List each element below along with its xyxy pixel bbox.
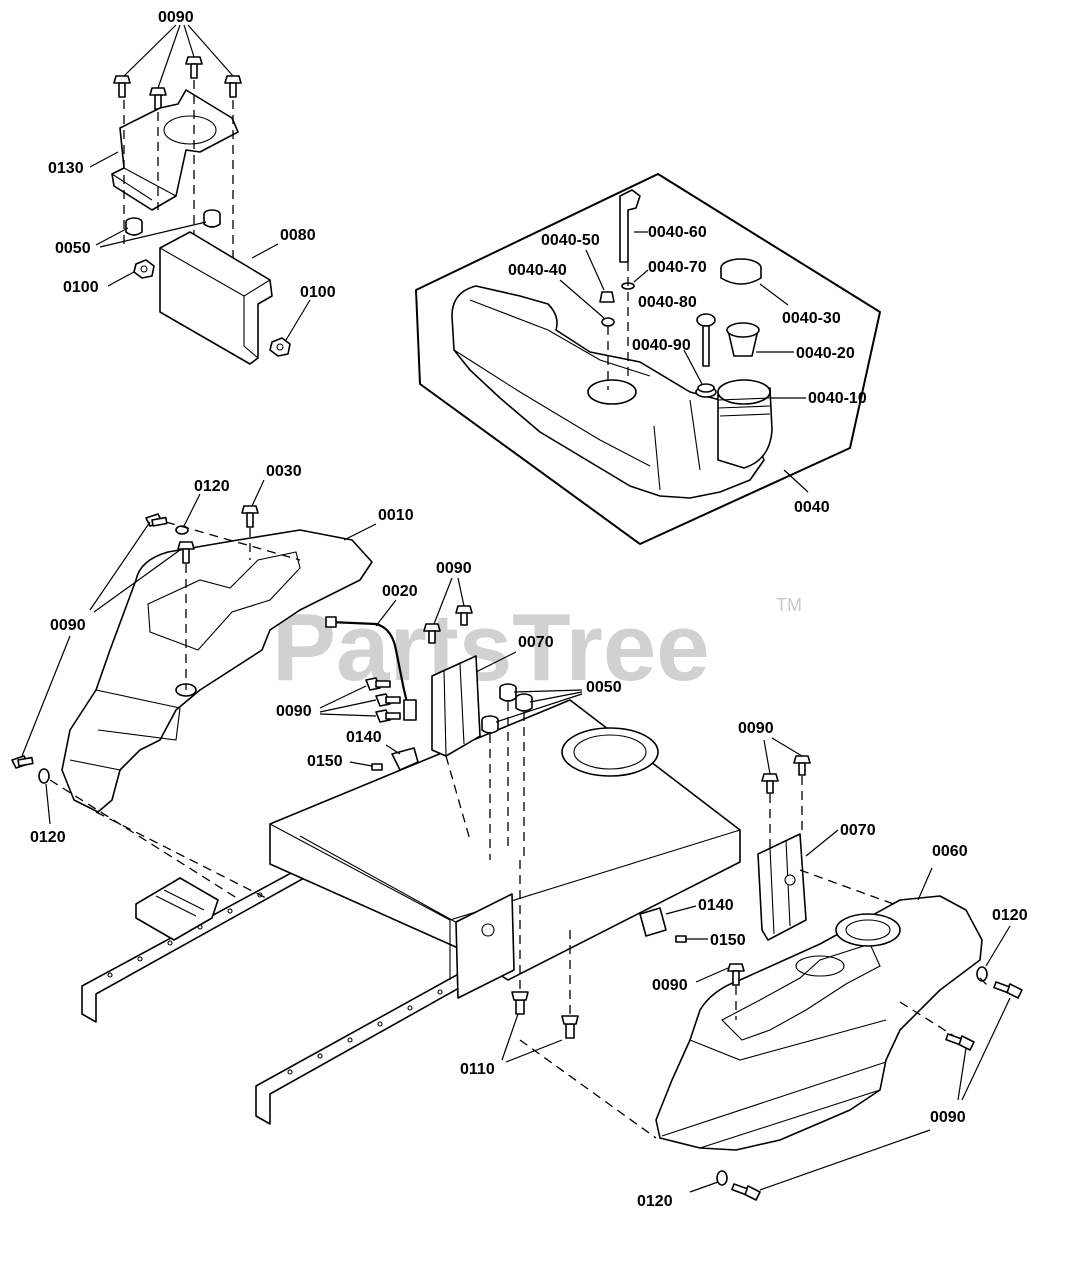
bolt-icon xyxy=(761,773,779,794)
right-fender xyxy=(655,895,983,1151)
callout-0040-40: 0040-40 xyxy=(508,262,567,279)
wire-clip xyxy=(639,907,667,937)
bolt-icon xyxy=(375,709,401,723)
bolt-icon xyxy=(511,991,529,1015)
callout-0040-20: 0040-20 xyxy=(796,345,855,362)
nut-icon xyxy=(269,337,291,357)
bolt-icon xyxy=(177,541,195,564)
grommet xyxy=(697,383,715,393)
callout-0040-90: 0040-90 xyxy=(632,337,691,354)
fuel-tank-inset: 0040-10 0040-20 0040-30 0040-80 0040-90 … xyxy=(415,173,881,545)
bolt-icon xyxy=(241,505,259,528)
callout-0040: 0040 xyxy=(794,499,830,516)
callout-0010: 0010 xyxy=(378,507,414,524)
bolt-icon xyxy=(224,75,242,98)
cover-plate xyxy=(159,231,273,365)
bolt-icon xyxy=(727,963,745,986)
bolt-icon xyxy=(731,1183,761,1201)
callout-0100: 0100 xyxy=(63,279,99,296)
mounting-bracket xyxy=(757,833,807,941)
right-fender-group: 0070 0090 0140 0150 0060 0090 xyxy=(519,720,1028,1210)
callout-0090: 0090 xyxy=(738,720,774,737)
callout-0070: 0070 xyxy=(840,822,876,839)
callout-0040-10: 0040-10 xyxy=(808,390,867,407)
callout-0120: 0120 xyxy=(30,829,66,846)
bolt-icon xyxy=(993,981,1023,999)
callout-0090: 0090 xyxy=(652,977,688,994)
center-parts-group: 0020 0070 0090 0090 xyxy=(276,560,622,1078)
washer-icon xyxy=(716,1170,728,1186)
bolt-icon xyxy=(561,1015,579,1039)
callout-0120: 0120 xyxy=(637,1193,673,1210)
callout-0090: 0090 xyxy=(930,1109,966,1126)
left-fender xyxy=(61,529,373,813)
callout-0050: 0050 xyxy=(586,679,622,696)
fuel-gauge xyxy=(696,313,716,327)
bolt-icon xyxy=(113,75,131,98)
bumper-icon xyxy=(203,209,221,228)
bolt-icon xyxy=(945,1033,975,1051)
bolt-icon xyxy=(375,693,401,707)
callout-0040-70: 0040-70 xyxy=(648,259,707,276)
bolt-icon xyxy=(365,677,391,691)
callout-0040-80: 0040-80 xyxy=(638,294,697,311)
callout-0150: 0150 xyxy=(307,753,343,770)
bolt-icon xyxy=(793,755,811,776)
tank-port xyxy=(587,379,637,405)
fuel-pickup-tube xyxy=(619,189,641,263)
callout-0140: 0140 xyxy=(346,729,382,746)
callout-0090: 0090 xyxy=(50,617,86,634)
nut-icon xyxy=(133,259,155,279)
callout-0120: 0120 xyxy=(992,907,1028,924)
vent-fitting xyxy=(599,291,615,303)
bolt-icon xyxy=(185,56,203,79)
callout-0040-50: 0040-50 xyxy=(541,232,600,249)
bumper-icon xyxy=(125,217,143,236)
callout-0090: 0090 xyxy=(276,703,312,720)
footrest-plate xyxy=(135,877,219,941)
callout-0020: 0020 xyxy=(382,583,418,600)
callout-0150: 0150 xyxy=(710,932,746,949)
callout-0060: 0060 xyxy=(932,843,968,860)
bolt-icon xyxy=(11,755,34,769)
callout-0090: 0090 xyxy=(436,560,472,577)
callout-0120: 0120 xyxy=(194,478,230,495)
screw-icon xyxy=(371,763,383,771)
callout-0050: 0050 xyxy=(55,240,91,257)
callout-0130: 0130 xyxy=(48,160,84,177)
chassis-frame xyxy=(81,699,741,1125)
bolt-icon xyxy=(455,605,473,626)
bumper-icon xyxy=(481,715,499,734)
callout-0040-60: 0040-60 xyxy=(648,224,707,241)
callout-0090: 0090 xyxy=(158,9,194,26)
parts-tree-watermark: PartsTree xyxy=(272,594,710,701)
callout-0080: 0080 xyxy=(280,227,316,244)
callout-0100: 0100 xyxy=(300,284,336,301)
bumper-icon xyxy=(515,693,533,712)
bolt-icon xyxy=(149,87,167,110)
screw-icon xyxy=(675,935,687,943)
bracket-plate xyxy=(111,89,239,211)
washer-icon xyxy=(38,768,50,784)
bracket-cutout xyxy=(163,115,217,145)
deck-opening xyxy=(561,727,659,777)
watermark-trademark: TM xyxy=(776,595,802,615)
callout-0040-30: 0040-30 xyxy=(782,310,841,327)
grommet xyxy=(601,317,615,327)
left-fender-group: 0010 0120 0030 0090 0120 xyxy=(11,463,414,901)
washer-icon xyxy=(976,966,988,982)
bumper-icon xyxy=(499,683,517,702)
front-crossmember xyxy=(455,893,515,999)
callout-0140: 0140 xyxy=(698,897,734,914)
bracket-0130-group: 0090 0130 0050 0080 0100 01 xyxy=(48,9,336,365)
callout-0070: 0070 xyxy=(518,634,554,651)
callout-0030: 0030 xyxy=(266,463,302,480)
callout-0110: 0110 xyxy=(460,1061,495,1078)
